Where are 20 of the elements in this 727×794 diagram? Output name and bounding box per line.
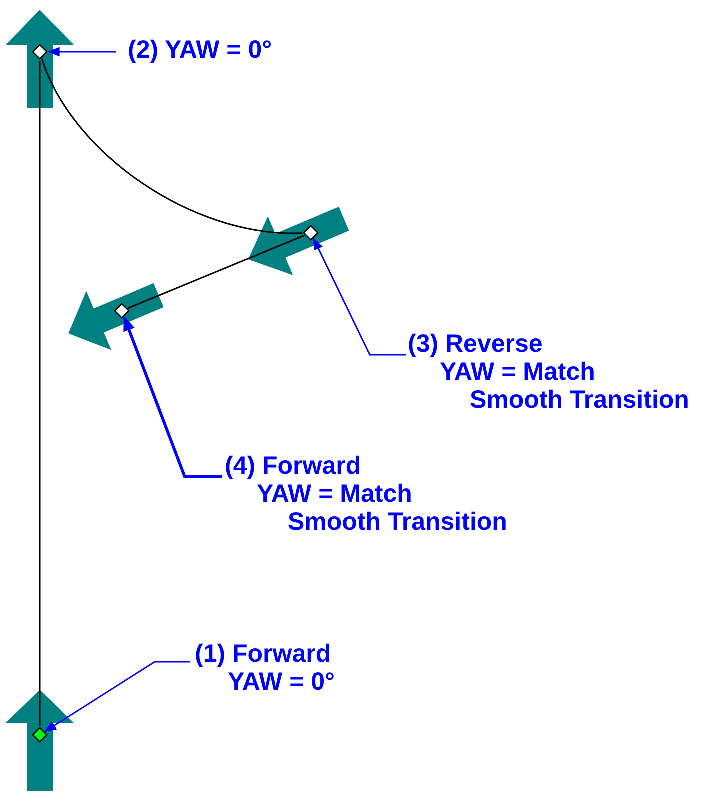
waypoint-label: (1) Forward [195, 640, 332, 668]
path-line [39, 61, 41, 726]
waypoint-label: YAW = 0° [228, 668, 336, 696]
waypoint-label: (3) Reverse [408, 330, 543, 358]
waypoint-label: Smooth Transition [470, 386, 690, 414]
waypoint-label: Smooth Transition [288, 508, 508, 536]
path-line [128, 234, 305, 310]
waypoint-diamond [303, 225, 319, 241]
waypoint-diamond [114, 303, 130, 319]
path-line [41, 58, 302, 234]
leader-line [48, 47, 116, 57]
waypoint-label: YAW = Match [440, 358, 596, 386]
leader-line [123, 316, 222, 478]
waypoint-diamond [32, 44, 48, 60]
waypoint-label: (4) Forward [225, 452, 362, 480]
waypoint-label: (2) YAW = 0° [128, 36, 272, 64]
leader-line [313, 238, 406, 356]
leader-line [44, 661, 190, 732]
waypoint-label: YAW = Match [257, 480, 412, 508]
waypoint-diamond [32, 727, 48, 743]
